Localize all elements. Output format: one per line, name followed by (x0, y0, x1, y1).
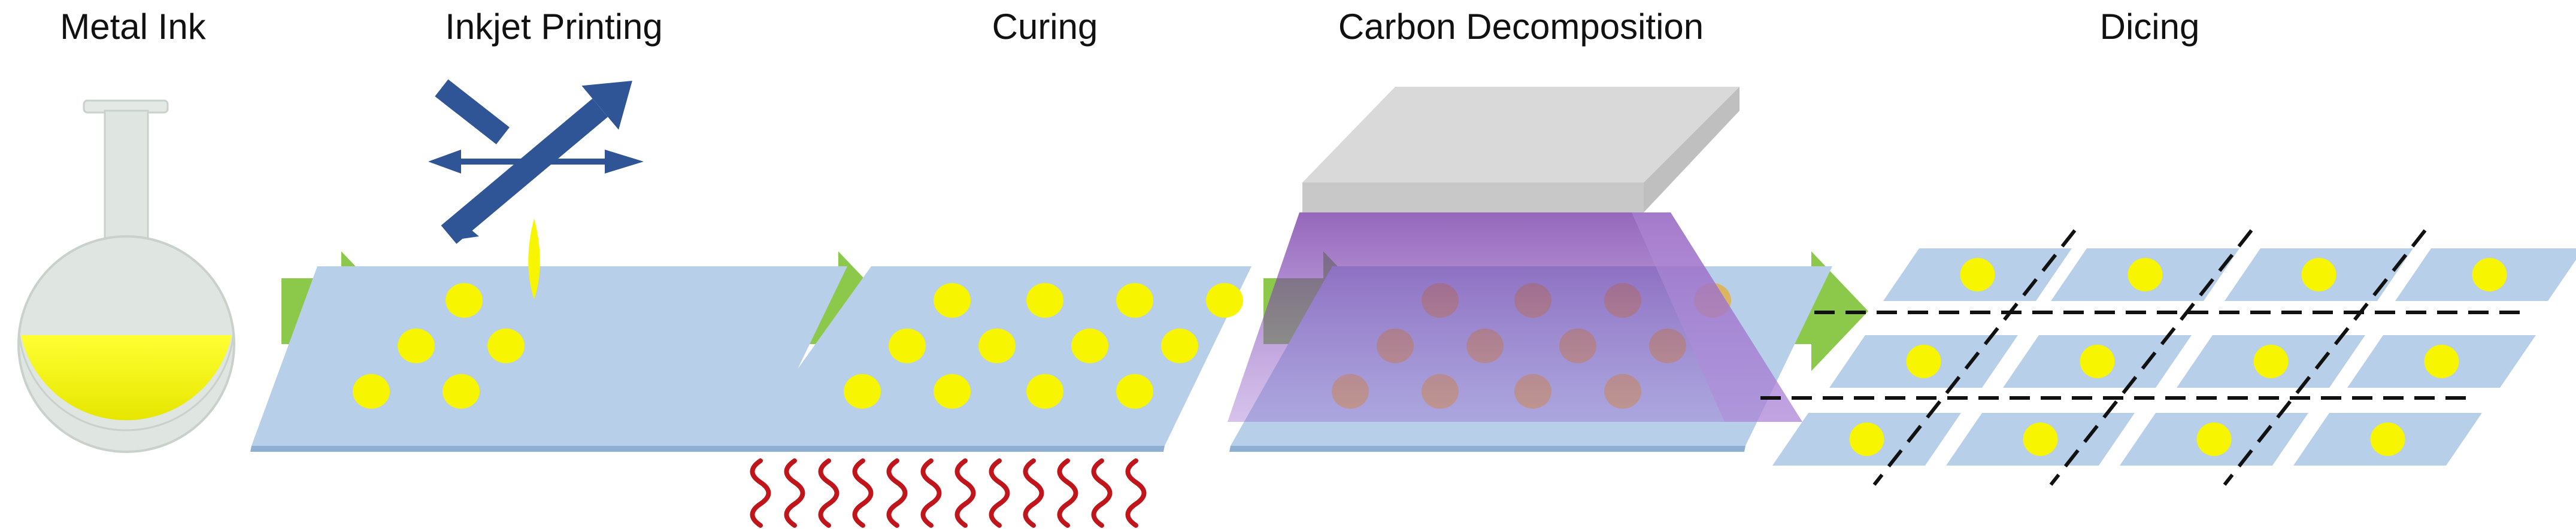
ink-dot (353, 374, 390, 409)
ink-dot (398, 329, 435, 363)
flask-icon (17, 99, 235, 453)
ink-dot (2253, 345, 2289, 378)
ink-dot (1960, 258, 1995, 291)
ink-dot (446, 283, 483, 318)
label-dicing: Dicing (2099, 7, 2200, 47)
ink-dot (2128, 258, 2163, 291)
ink-dot (2370, 422, 2405, 456)
heat-wave (1091, 458, 1113, 528)
ink-dot (1849, 422, 1884, 456)
heat-wave (784, 458, 805, 528)
ink-dot (2080, 345, 2115, 378)
label-curing: Curing (992, 7, 1098, 47)
ink-droplet-icon (528, 218, 540, 299)
ink-dot (889, 329, 926, 363)
ink-dot (934, 374, 971, 409)
ink-dot (1071, 329, 1108, 363)
ink-dot (2424, 345, 2459, 378)
heat-wave (818, 458, 840, 528)
heat-wave (886, 458, 908, 528)
ink-dot (2023, 422, 2058, 456)
heat-wave-icon (750, 458, 1147, 528)
ink-dot (2301, 258, 2336, 291)
heat-wave (954, 458, 976, 528)
heat-wave (852, 458, 874, 528)
ink-dot (1161, 329, 1198, 363)
ink-dot (844, 374, 881, 409)
heat-wave (920, 458, 942, 528)
heat-wave (750, 458, 771, 528)
uv-lamp-icon (1228, 87, 1802, 422)
ink-dot (1116, 374, 1153, 409)
ink-dot (1026, 283, 1063, 318)
ink-dot (978, 329, 1016, 363)
ink-dot (934, 283, 971, 318)
ink-dot (1906, 345, 1941, 378)
ink-dot (1116, 283, 1153, 318)
ink-dot (2196, 422, 2232, 456)
xy-motion-arrows-icon (428, 79, 644, 244)
cut-line (2049, 229, 2253, 486)
label-carbon-decomposition: Carbon Decomposition (1338, 7, 1704, 47)
substrate-inkjet (250, 266, 847, 452)
ink-dot (2472, 258, 2507, 291)
label-inkjet-printing: Inkjet Printing (445, 7, 663, 47)
ink-dot (443, 374, 480, 409)
cut-line (1872, 229, 2077, 486)
label-metal-ink: Metal Ink (60, 7, 206, 47)
ink-dot (1206, 283, 1243, 318)
ink-dot (1026, 374, 1063, 409)
heat-wave (1023, 458, 1044, 528)
heat-wave (1057, 458, 1078, 528)
heat-wave (1125, 458, 1147, 528)
ink-dot (487, 329, 525, 363)
cut-line (2223, 229, 2427, 486)
cut-line-icon (1760, 229, 2527, 486)
heat-wave (989, 458, 1010, 528)
